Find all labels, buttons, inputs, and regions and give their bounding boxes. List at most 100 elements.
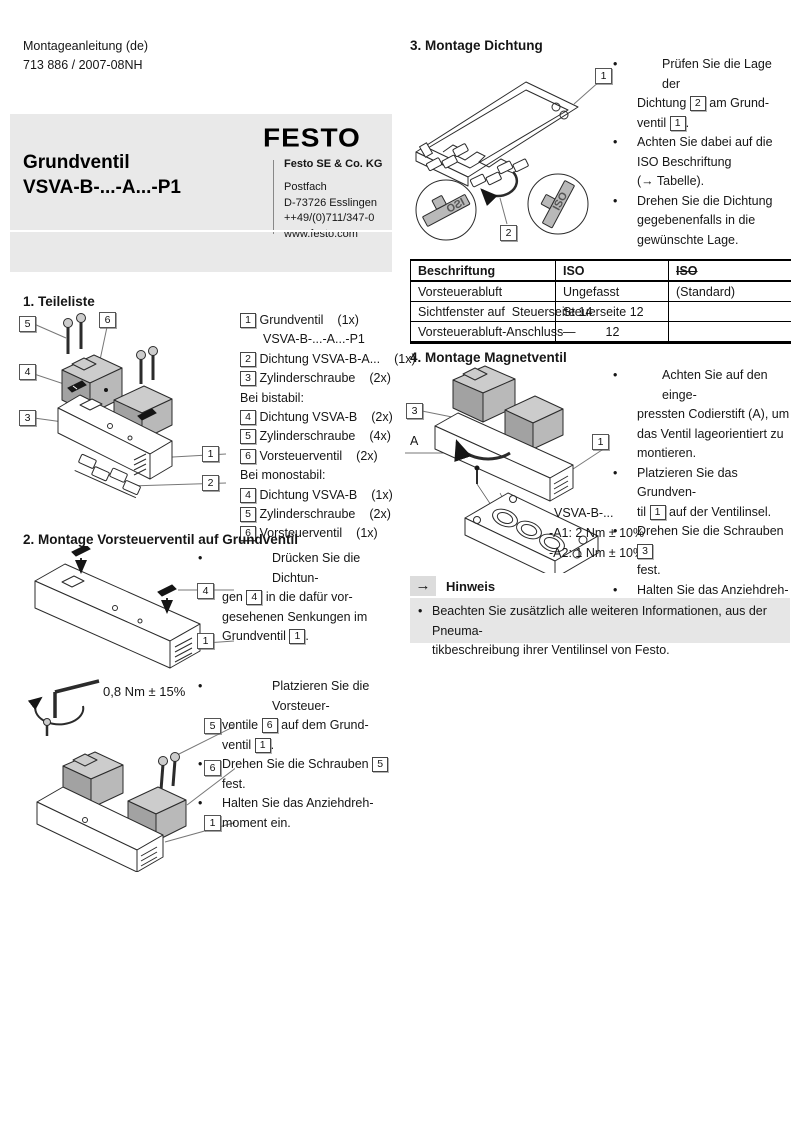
section-3-title: 3. Montage Dichtung [410,38,543,53]
callout-1: 1 [595,68,612,84]
ref-number-box: 4 [246,590,263,605]
part-label: Vorsteuerventil [259,526,343,541]
bullet-line: Halten Sie das Anziehdreh- [222,796,374,810]
ref-number-box: 5 [372,757,389,772]
cell: Ungefasst [555,281,669,302]
torque-spec-block: VSVA-B-... -A1: 2 Nm ± 10% -A2: 1 Nm ± 1… [549,503,644,563]
torque-a1: -A1: 2 Nm ± 10% [549,526,645,540]
callout-3: 3 [406,403,423,419]
bullet-line: Prüfen Sie die Lage der [662,57,772,91]
codierstift-label: A [410,434,419,448]
bullet-line: fest. [222,776,246,791]
bullet-line: fest. [637,563,661,577]
address-line: ++49/(0)711/347-0 [284,212,375,224]
bullet-dot: • [613,135,618,149]
bullet-line: ISO Beschriftung [637,154,732,169]
product-title: Grundventil [23,152,130,173]
bullet-dot: • [198,757,203,771]
torque-type: VSVA-B-... [554,506,614,520]
part-row: VSVA-B-...-A...-P1 [240,330,416,349]
address-divider [273,160,274,234]
col-header-iso-strikethrough: ISO [676,263,698,278]
product-type-code: VSVA-B-...-A...-P1 [23,177,181,198]
bullet-line: Drehen Sie die Schrauben 3 [637,524,784,559]
ref-number-box: 2 [689,96,706,111]
address-line: D-73726 Esslingen [284,196,377,209]
part-number-box: 4 [240,409,256,425]
bullet-line: das Ventil lageorientiert zu [637,426,784,441]
part-qty: (1x) [356,526,378,541]
part-row: 2 Dichtung VSVA-B-A...(1x) [240,350,416,369]
bullet-dot: • [613,524,618,538]
bullet-line: gesehenen Senkungen im [222,609,368,624]
col-header-iso: ISO [555,260,669,282]
callout-4: 4 [19,364,36,380]
bullet-line: Drehen Sie die Dichtung [637,193,773,208]
bullet-line: ventil 1. [222,737,275,753]
part-number-box: 3 [240,371,256,387]
part-row: 3 Zylinderschraube (2x) [240,369,416,388]
part-label: Bei monostabil: [240,468,326,483]
part-qty: (2x) [371,409,393,424]
bullet-line: Platzieren Sie die Vorsteuer- [272,679,370,713]
bullet-item: • Platzieren Sie das Grundven- til 1 auf… [613,464,793,523]
bullet-line: gegebenenfalls in die [637,213,756,227]
address-line: www.festo.com [284,227,358,240]
part-qty: (1x) [371,487,393,502]
bullet-line: (→ Tabelle). [637,174,705,188]
part-number-box: 6 [240,526,256,542]
section-2-step-1: • Drücken Sie die Dichtun- gen 4 in die … [198,549,398,647]
part-number-box: 2 [240,351,256,367]
part-group-heading: Bei bistabil: [240,389,416,408]
cell [668,301,791,322]
bullet-dot: • [198,679,203,693]
part-label: Dichtung VSVA-B [259,487,358,502]
bullet-item: • Drehen Sie die Schrauben 5 fest. [198,755,398,794]
bullet-dot: • [613,368,618,382]
section-4-steps: • Achten Sie auf den einge- pressten Cod… [613,366,793,620]
ref-number-box: 6 [261,718,278,733]
part-qty: (2x) [369,371,391,386]
address-line: Postfach [284,181,327,193]
callout-2: 2 [202,475,219,491]
section-3-steps: • Prüfen Sie die Lage der Dichtung 2 am … [613,55,793,250]
bullet-dot: • [613,193,618,208]
header-rule [10,230,392,232]
part-label: Grundventil [259,313,324,327]
seal-iso-label: ISO [551,190,571,213]
part-qty: (2x) [356,448,378,463]
part-label: Vorsteuerventil [259,448,343,463]
part-group-heading: Bei monostabil: [240,466,416,485]
cell: Steuerseite 12 [555,301,669,322]
part-qty: (2x) [369,506,391,521]
section-1-title: 1. Teileliste [23,294,95,309]
callout-1: 1 [592,434,609,450]
bullet-line: Drehen Sie die Schrauben 5 [222,755,389,775]
table-row: Sichtfenster auf Steuerseite 14 Steuerse… [410,301,791,322]
callout-6: 6 [99,312,116,328]
bullet-line: gewünschte Lage. [637,232,739,247]
callout-5: 5 [204,718,221,734]
ref-number-box: 1 [289,629,306,644]
seal-iso-label-mirrored: ISO [444,196,467,216]
callout-3: 3 [19,410,36,426]
bullet-item: • Platzieren Sie die Vorsteuer- ventile … [198,677,398,755]
cell [668,321,791,343]
part-label: Zylinderschraube [259,371,356,386]
ref-number-box: 1 [669,115,686,131]
part-row: 6 Vorsteuerventil (1x) [240,524,416,543]
part-number-box: 5 [240,429,256,445]
table-row: Vorsteuerabluft-Anschluss —12 [410,321,791,343]
bullet-item: • Achten Sie auf den einge- pressten Cod… [613,366,793,464]
callout-1: 1 [202,446,219,462]
table-header-row: Beschriftung ISO ISO [410,260,791,282]
part-qty: (4x) [369,429,391,444]
part-row: 5 Zylinderschraube(2x) [240,505,416,524]
bullet-line: Dichtung 2 am Grund- [637,96,770,111]
bullet-dot: • [198,551,203,565]
bullet-item: • Drehen Sie die Dichtung gegebenenfalls… [613,192,793,251]
part-qty: (1x) [394,351,416,366]
part-label: Bei bistabil: [240,390,304,405]
part-number-box: 1 [240,313,256,328]
